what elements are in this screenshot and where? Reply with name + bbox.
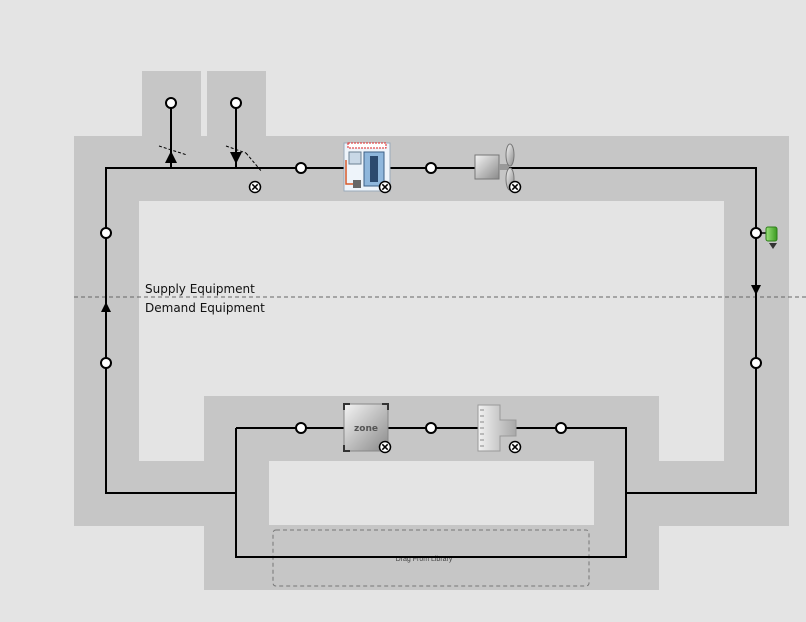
loop-background-holes [139, 201, 724, 525]
demand-inlet-node[interactable] [750, 357, 762, 369]
return-node[interactable] [100, 227, 112, 239]
supply-equipment-label: Supply Equipment [145, 282, 255, 296]
loop-nodes[interactable] [100, 97, 762, 434]
supply-node[interactable] [295, 162, 307, 174]
setpoint-manager-icon[interactable] [761, 226, 778, 249]
outdoor-air-node[interactable] [165, 97, 177, 109]
remove-icon[interactable] [508, 180, 522, 194]
remove-icon[interactable] [378, 440, 392, 454]
remove-icon[interactable] [508, 440, 522, 454]
terminal-inlet-node[interactable] [555, 422, 567, 434]
supply-node[interactable] [425, 162, 437, 174]
demand-return-node[interactable] [100, 357, 112, 369]
air-terminal-icon[interactable] [477, 404, 517, 452]
demand-equipment-label: Demand Equipment [145, 301, 265, 315]
zone-node[interactable] [425, 422, 437, 434]
relief-air-node[interactable] [230, 97, 242, 109]
supply-outlet-node[interactable] [750, 227, 762, 239]
drag-from-library-label: Drag From Library [396, 556, 453, 563]
zone-inlet-node[interactable] [295, 422, 307, 434]
flow-arrows [101, 151, 761, 312]
outdoor-air-system[interactable] [158, 145, 263, 173]
remove-icon[interactable] [248, 180, 262, 194]
remove-icon[interactable] [378, 180, 392, 194]
zone-label: zone [354, 424, 378, 434]
remove-buttons[interactable] [248, 180, 522, 454]
